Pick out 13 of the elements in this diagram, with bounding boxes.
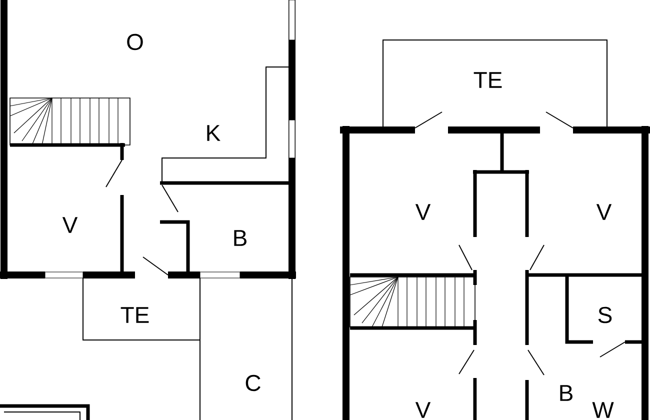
- room-label: TE: [474, 72, 502, 88]
- room-label: S: [598, 306, 612, 324]
- room-label: C: [246, 374, 260, 392]
- room-label: O: [127, 34, 143, 50]
- room-label: K: [207, 125, 220, 141]
- room-label: V: [415, 204, 431, 220]
- room-label: W: [592, 402, 614, 418]
- room-label: B: [234, 230, 246, 246]
- room-label: V: [62, 217, 78, 233]
- room-label: V: [415, 402, 431, 418]
- room-label: TE: [120, 307, 149, 323]
- room-label: V: [596, 204, 612, 220]
- room-label: B: [560, 385, 572, 401]
